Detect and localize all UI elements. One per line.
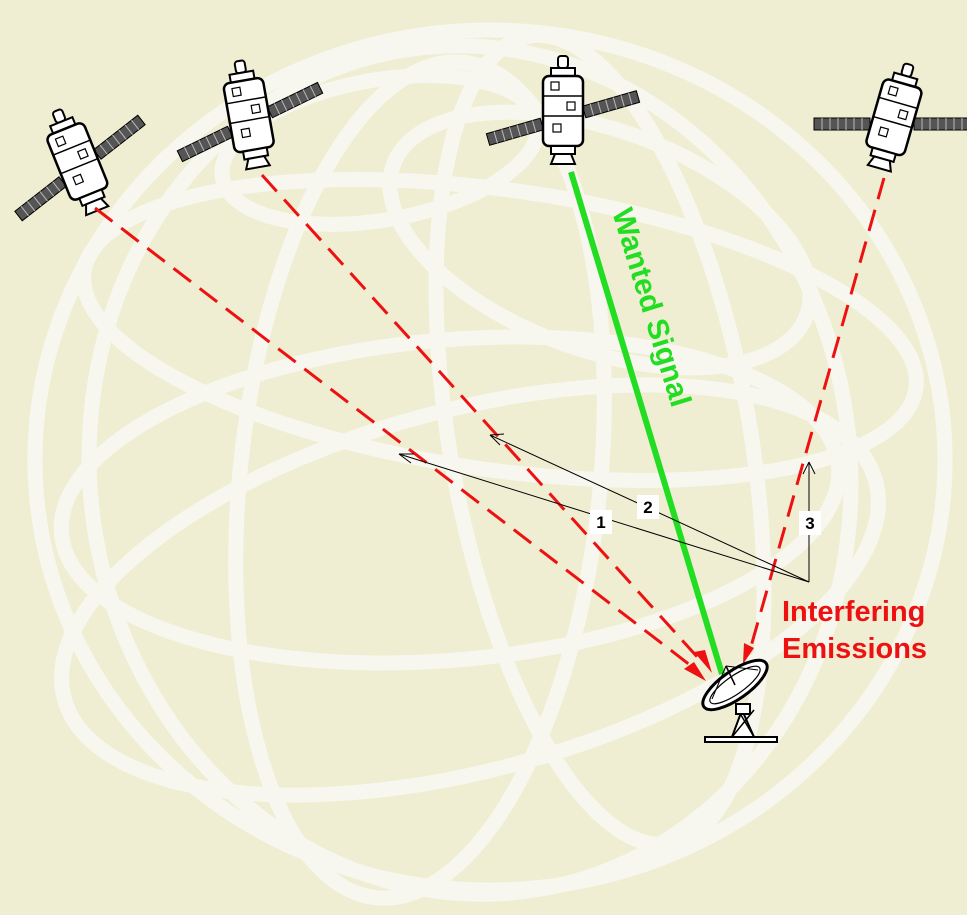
path-number-3: 3 bbox=[799, 511, 821, 535]
interference-path-2 bbox=[260, 173, 702, 662]
interference-path-1 bbox=[94, 206, 691, 667]
svg-text:2: 2 bbox=[643, 498, 652, 517]
interfering-emissions-label-line2: Emissions bbox=[782, 633, 927, 665]
interference-arrowheads bbox=[684, 643, 754, 681]
globe-wireframe bbox=[27, 22, 953, 906]
interfering-emissions-label-line1: Interfering bbox=[782, 596, 925, 628]
interfering-emission-lines bbox=[94, 173, 886, 667]
wanted-signal-line bbox=[568, 171, 725, 675]
svg-text:3: 3 bbox=[805, 514, 814, 533]
path-number-2: 2 bbox=[637, 495, 659, 519]
interference-path-3 bbox=[748, 177, 886, 651]
satellite-dish-icon bbox=[701, 658, 778, 743]
svg-text:1: 1 bbox=[596, 513, 605, 532]
path-number-1: 1 bbox=[590, 510, 612, 534]
